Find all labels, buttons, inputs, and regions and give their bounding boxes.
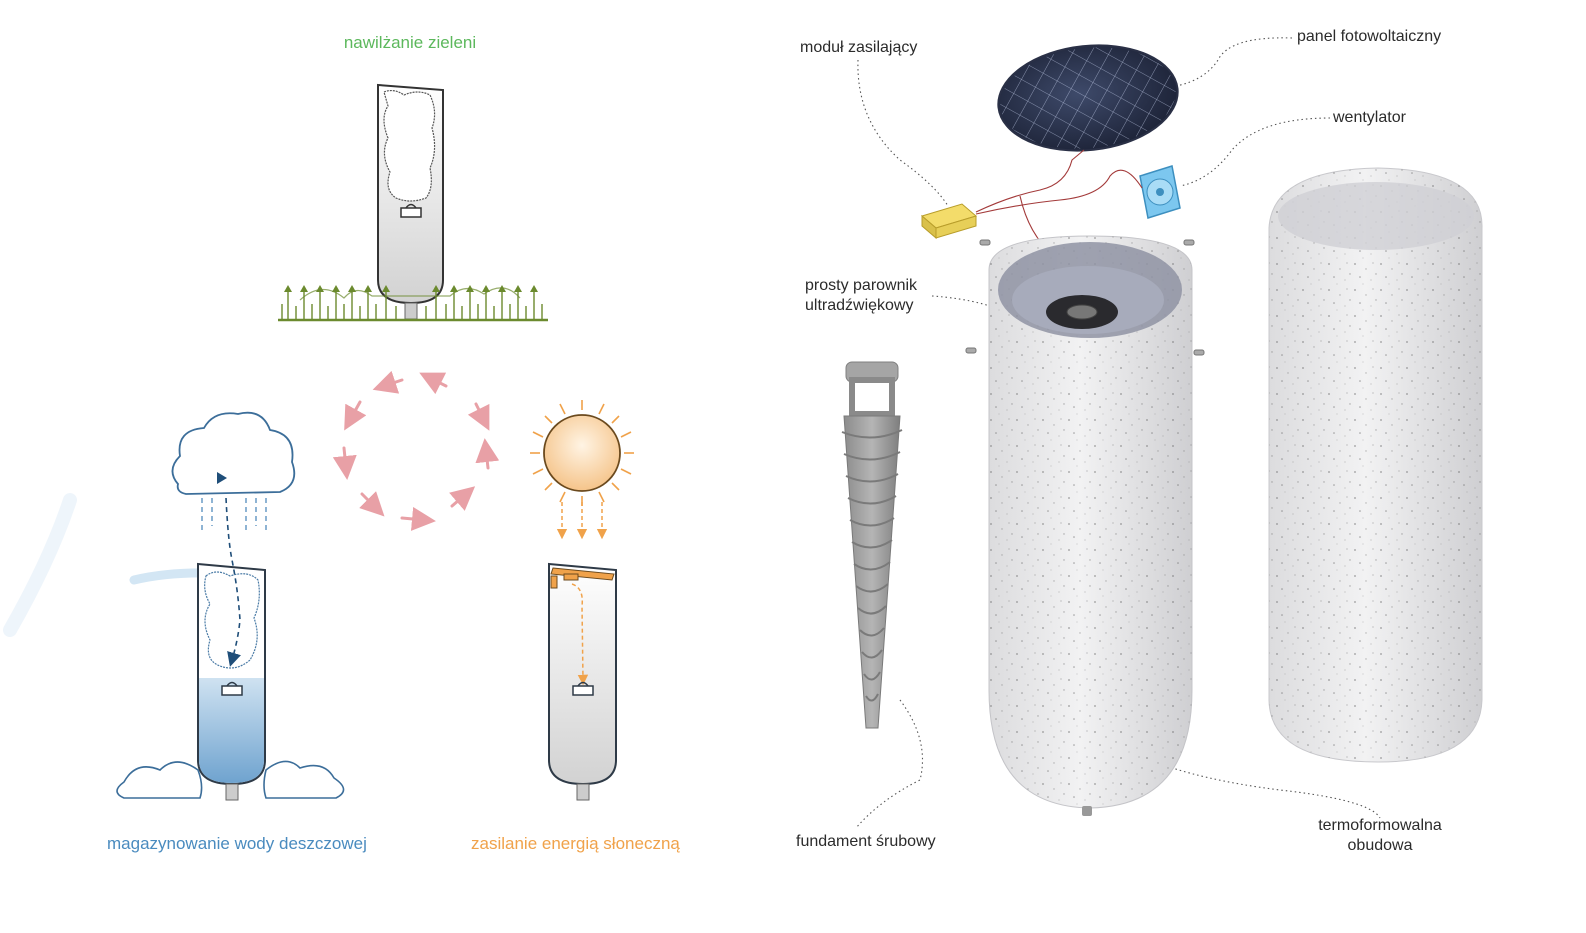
label-evaporator-line2: ultradźwiękowy <box>805 297 914 314</box>
label-evaporator-line1: prosty parownik <box>805 277 918 294</box>
cycle-arrows <box>332 370 500 531</box>
fan-icon <box>1139 165 1181 219</box>
humidifier-unit-solar <box>548 562 617 801</box>
sun-icon <box>530 400 634 540</box>
label-housing-line2: obudowa <box>1347 837 1413 854</box>
label-housing-line1: termoformowalna <box>1318 817 1442 834</box>
label-pv-panel: panel fotowoltaiczny <box>1297 28 1442 45</box>
label-power-module: moduł zasilający <box>800 39 918 56</box>
rain-cloud-icon <box>171 411 296 532</box>
grass-ground <box>278 285 548 322</box>
housing-cutaway <box>988 235 1193 816</box>
pv-panel <box>997 44 1179 152</box>
humidifier-unit-rain <box>116 497 345 801</box>
housing-closed <box>1268 167 1483 763</box>
label-screw-foundation: fundament śrubowy <box>796 833 936 850</box>
leader-lines <box>855 37 1381 829</box>
caption-solar-power: zasilanie energią słoneczną <box>471 834 680 853</box>
screw-foundation <box>841 361 903 729</box>
caption-greenery-humidification: nawilżanie zieleni <box>343 33 477 52</box>
power-module <box>920 203 978 240</box>
caption-rainwater-storage: magazynowanie wody deszczowej <box>107 834 367 853</box>
humidifier-unit-top <box>377 83 444 320</box>
screws <box>965 239 1205 356</box>
label-fan: wentylator <box>1333 109 1406 126</box>
